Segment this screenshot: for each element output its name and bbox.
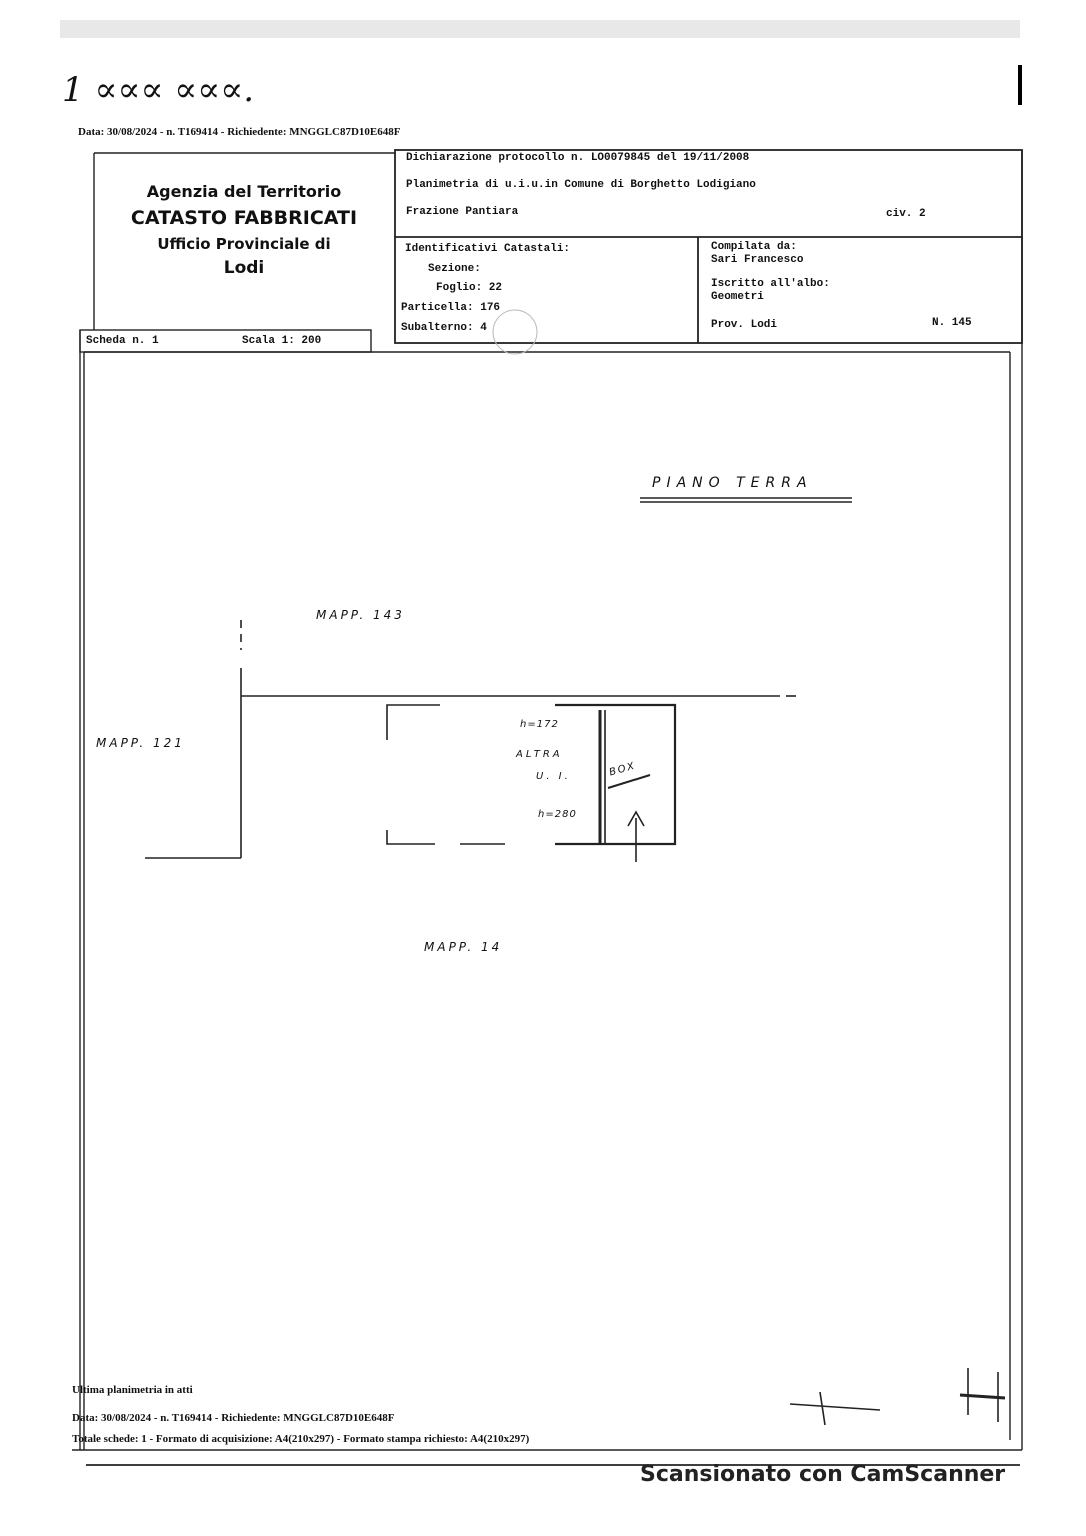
footer-data-line: Data: 30/08/2024 - n. T169414 - Richiede… bbox=[72, 1412, 395, 1424]
height-172: h=172 bbox=[520, 719, 559, 730]
agency-line1: Agenzia del Territorio bbox=[146, 182, 342, 201]
registration-number: N. 145 bbox=[932, 317, 972, 329]
outer-frame bbox=[72, 149, 1023, 1466]
agency-line3: Ufficio Provinciale di bbox=[157, 235, 331, 253]
floor-label: PIANO TERRA bbox=[652, 475, 813, 491]
stamp-circle bbox=[492, 309, 538, 355]
last-plan-note: Ultima planimetria in atti bbox=[72, 1384, 193, 1396]
camscanner-watermark: Scansionato con CamScanner bbox=[640, 1462, 1006, 1487]
protocol: Dichiarazione protocollo n. LO0079845 de… bbox=[406, 152, 750, 164]
subalterno: Subalterno: 4 bbox=[401, 322, 487, 334]
scan-shadow bbox=[60, 20, 1020, 38]
civico: civ. 2 bbox=[886, 208, 926, 220]
particella: Particella: 176 bbox=[401, 302, 501, 314]
compiled-label: Compilata da: bbox=[711, 241, 797, 253]
albo: Geometri bbox=[711, 291, 764, 303]
frazione: Frazione Pantiara bbox=[406, 206, 519, 218]
sezione: Sezione: bbox=[428, 263, 481, 275]
floor-plan-lines bbox=[145, 497, 1006, 1426]
other-unit-label-2: U. I. bbox=[536, 771, 571, 782]
scala: Scala 1: 200 bbox=[242, 335, 322, 347]
mapp-121-label: MAPP. 121 bbox=[96, 736, 185, 750]
agency-line4: Lodi bbox=[223, 258, 265, 278]
other-unit-label-1: ALTRA bbox=[516, 749, 563, 760]
identifiers-title: Identificativi Catastali: bbox=[405, 243, 571, 255]
foglio: Foglio: 22 bbox=[436, 282, 503, 294]
footer-totals: Totale schede: 1 - Formato di acquisizio… bbox=[72, 1433, 530, 1445]
province: Prov. Lodi bbox=[711, 319, 778, 331]
height-280: h=280 bbox=[538, 809, 577, 820]
header-line: Data: 30/08/2024 - n. T169414 - Richiede… bbox=[78, 126, 401, 138]
scheda: Scheda n. 1 bbox=[86, 335, 159, 347]
albo-label: Iscritto all'albo: bbox=[711, 278, 830, 290]
handwritten-note: 1 ∝∝∝ ∝∝∝. bbox=[62, 70, 255, 110]
plan-title: Planimetria di u.i.u.in Comune di Borghe… bbox=[406, 179, 756, 191]
compiler-name: Sari Francesco bbox=[711, 254, 804, 266]
mapp-14-label: MAPP. 14 bbox=[424, 940, 503, 954]
agency-line2: CATASTO FABBRICATI bbox=[130, 207, 358, 229]
mapp-143-label: MAPP. 143 bbox=[316, 608, 405, 622]
